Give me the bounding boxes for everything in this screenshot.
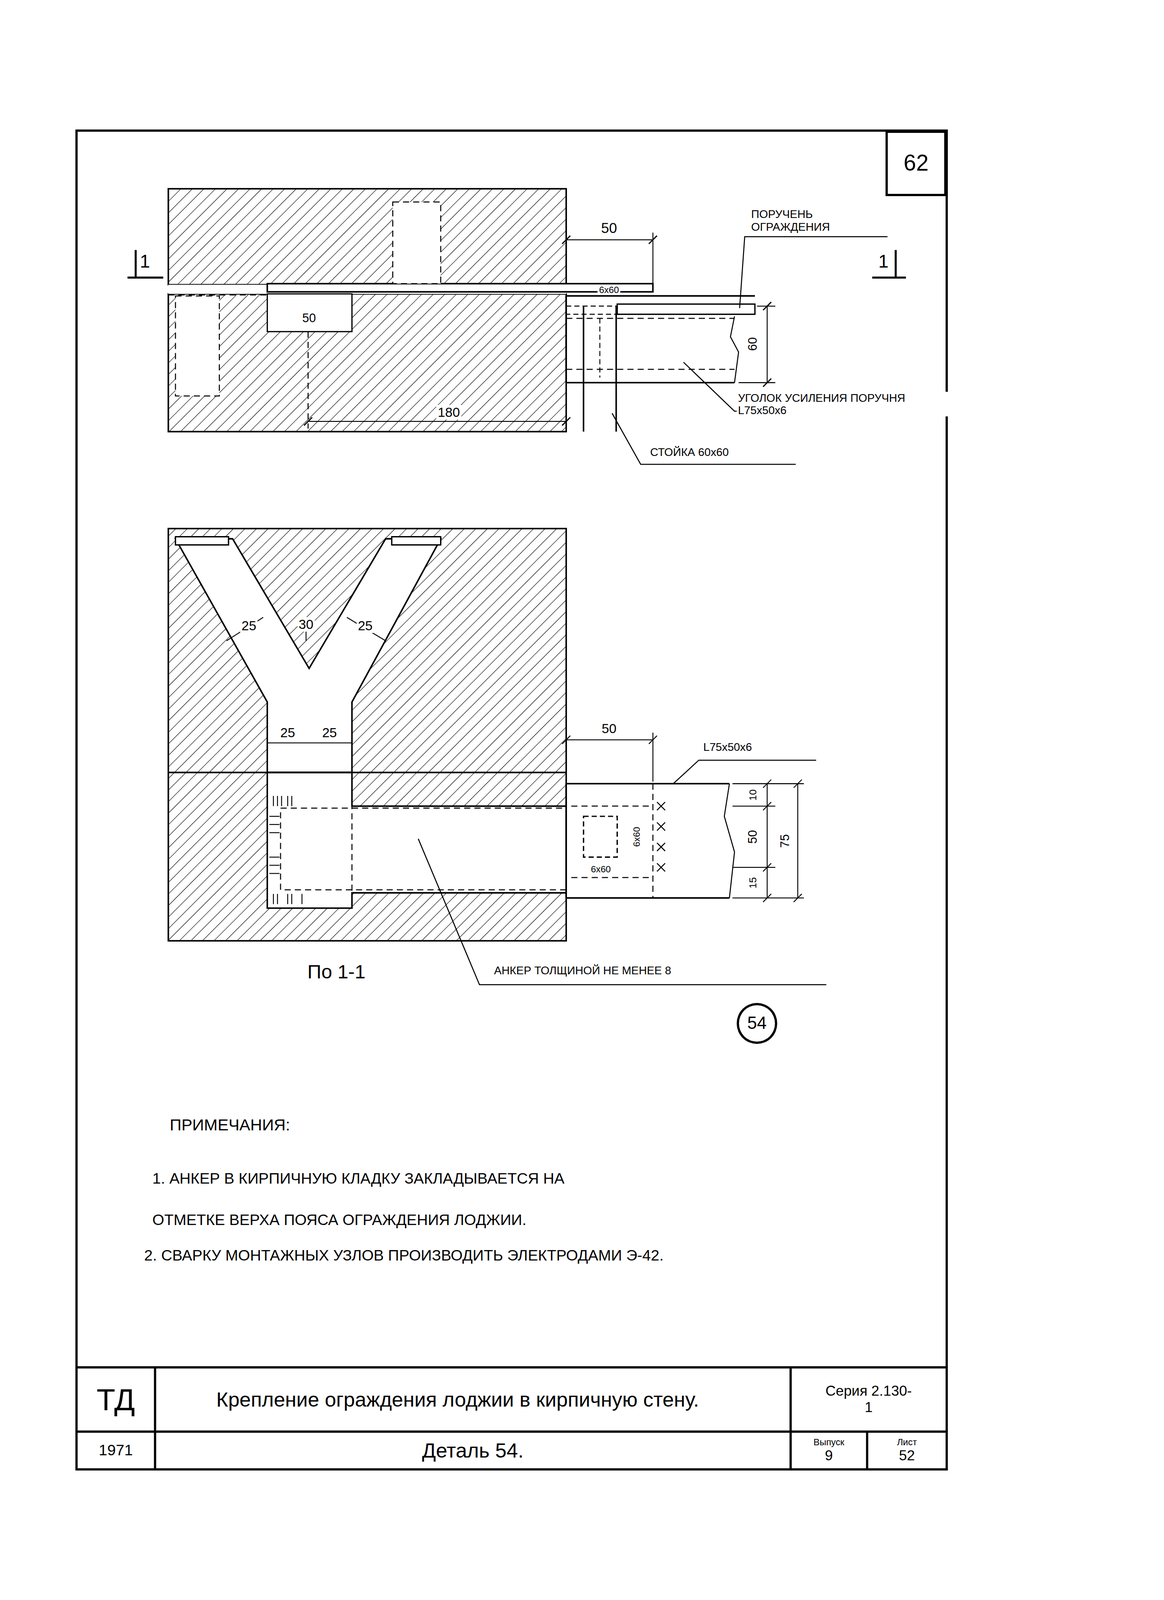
note: 1. АНКЕР В КИРПИЧНУЮ КЛАДКУ ЗАКЛАДЫВАЕТС… <box>151 1158 634 1241</box>
series-cell: Серия 2.130-1 <box>790 1367 947 1432</box>
cell-text: ТД <box>96 1381 135 1418</box>
dimension: 6x60 <box>597 284 621 295</box>
part-label: АНКЕР ТОЛЩИНОЙ НЕ МЕНЕЕ 8 <box>492 964 673 977</box>
notes-heading: ПРИМЕЧАНИЯ: <box>168 1116 292 1134</box>
part-label: СТОЙКА 60x60 <box>648 445 731 459</box>
dimension: 25 <box>320 725 339 740</box>
cell-text: Серия 2.130-1 <box>822 1382 915 1416</box>
cell-text: Деталь 54. <box>422 1438 524 1463</box>
dimension: 10 <box>747 787 759 802</box>
dimension: 6x60 <box>631 825 642 849</box>
detail-callout: 54 <box>736 1002 778 1044</box>
dimension: 6x60 <box>589 864 613 875</box>
cell-text: Крепление ограждения лоджии в кирпичную … <box>216 1387 699 1412</box>
dimension: 50 <box>599 220 619 237</box>
dimension: 50 <box>746 828 760 846</box>
year-cell: 1971 <box>76 1431 156 1470</box>
dimension: 75 <box>778 832 793 850</box>
part-label: L75x50x6 <box>701 740 754 754</box>
top-view <box>127 188 944 465</box>
title-cell: ТД <box>76 1367 156 1432</box>
title-cell: Крепление ограждения лоджии в кирпичную … <box>155 1367 791 1432</box>
cell-text: 62 <box>903 150 929 177</box>
section-view <box>168 528 827 985</box>
cell-text: 1971 <box>98 1441 133 1460</box>
cell-text: 52 <box>899 1447 916 1464</box>
dimension: 50 <box>300 311 318 326</box>
detail-cell: Деталь 54. <box>155 1431 791 1470</box>
dimension: 25 <box>356 618 374 633</box>
dimension: 25 <box>240 618 258 633</box>
cell-text: 9 <box>824 1447 833 1464</box>
part-label: ПОРУЧЕНЬ ОГРАЖДЕНИЯ <box>749 207 881 233</box>
cell-text: Лист <box>896 1437 917 1448</box>
dimension: 50 <box>600 721 618 736</box>
dimension: 25 <box>278 725 297 740</box>
sheet-cell: Лист52 <box>867 1431 947 1470</box>
cell-text: 54 <box>747 1013 767 1034</box>
dimension: 15 <box>747 875 759 890</box>
dimension: 30 <box>297 617 315 632</box>
section-mark: 1 <box>876 251 890 272</box>
cell-text: Выпуск <box>813 1437 845 1448</box>
section-mark: 1 <box>138 251 152 272</box>
view-title: По 1-1 <box>306 961 368 983</box>
sheet-frame <box>76 130 947 1470</box>
note: 2. СВАРКУ МОНТАЖНЫХ УЗЛОВ ПРОИЗВОДИТЬ ЭЛ… <box>142 1246 665 1264</box>
dimension: 180 <box>436 404 462 420</box>
part-label: УГОЛОК УСИЛЕНИЯ ПОРУЧНЯ L75x50x6 <box>736 391 949 417</box>
issue-cell: Выпуск9 <box>790 1431 867 1470</box>
dimension: 60 <box>746 335 760 353</box>
sheet-number: 62 <box>885 130 947 197</box>
